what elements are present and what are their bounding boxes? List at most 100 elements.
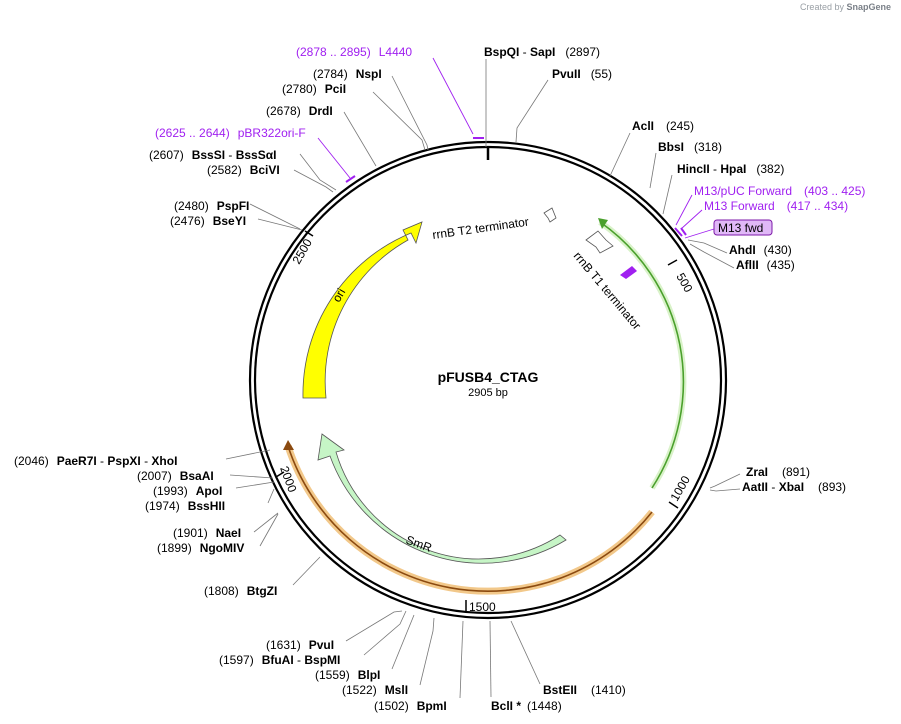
watermark-prefix: Created by bbox=[799, 2, 844, 12]
leader-bbsi bbox=[649, 152, 657, 189]
leader-pvui bbox=[345, 610, 403, 642]
primer-leader-lines bbox=[317, 57, 715, 239]
leader-bcli bbox=[489, 620, 492, 698]
site-label-pvuii[interactable]: PvuII(55) bbox=[552, 67, 612, 81]
leader-hincii bbox=[662, 174, 673, 215]
leader-bfuai bbox=[363, 610, 407, 656]
green-feature-arrowhead bbox=[598, 218, 608, 229]
ori-feature[interactable] bbox=[302, 221, 423, 399]
site-label-blpi[interactable]: (1559)BlpI bbox=[315, 668, 380, 682]
site-label-nspi[interactable]: (2784)NspI bbox=[313, 67, 382, 81]
leader-m13-fwd-box bbox=[684, 228, 715, 239]
t1-terminator-arrow[interactable] bbox=[585, 230, 614, 254]
smr-feature[interactable] bbox=[317, 433, 567, 564]
site-label-acli[interactable]: AclI(245) bbox=[632, 119, 694, 133]
primer-labels: (2878 .. 2895)L4440 (2625 .. 2644)pBR322… bbox=[155, 45, 865, 213]
leader-bseyi bbox=[257, 218, 303, 231]
plasmid-name: pFUSB4_CTAG bbox=[438, 369, 539, 385]
backbone-outer-ring bbox=[248, 140, 728, 620]
site-label-bsaai[interactable]: (2007)BsaAI bbox=[137, 469, 214, 483]
m13-fwd-box[interactable] bbox=[713, 219, 773, 236]
leader-drdi bbox=[343, 111, 377, 167]
primer-label-m13-forward[interactable]: M13 Forward(417 .. 434) bbox=[704, 199, 848, 213]
site-label-bsteii[interactable]: BstEII(1410) bbox=[543, 683, 626, 697]
leader-apoi bbox=[235, 481, 275, 489]
leader-pspfi bbox=[249, 203, 301, 230]
site-label-pvui[interactable]: (1631)PvuI bbox=[266, 638, 334, 652]
site-label-bseyi[interactable]: (2476)BseYI bbox=[170, 214, 246, 228]
site-label-aflii[interactable]: AflII(435) bbox=[736, 258, 795, 272]
t2-terminator-arrow[interactable] bbox=[543, 207, 557, 223]
site-labels: BspQI - SapI(2897) PvuII(55) AclI(245) B… bbox=[14, 45, 846, 713]
primer-label-l4440[interactable]: (2878 .. 2895)L4440 bbox=[296, 45, 412, 59]
primer-label-m13-puc-forward[interactable]: M13/pUC Forward(403 .. 425) bbox=[694, 184, 865, 198]
tick-2000 bbox=[275, 471, 285, 478]
site-label-naei[interactable]: (1901)NaeI bbox=[173, 526, 241, 540]
leader-ahdi bbox=[687, 239, 728, 254]
plasmid-length: 2905 bp bbox=[468, 387, 508, 399]
site-label-bfuai[interactable]: (1597)BfuAI - BspMI bbox=[219, 653, 340, 667]
leader-msli bbox=[419, 617, 435, 686]
m13-puc-forward-mark bbox=[674, 227, 683, 237]
site-label-bsssi[interactable]: (2607)BssSI - BssSαI bbox=[149, 148, 276, 162]
tick-label-1500: 1500 bbox=[469, 600, 496, 614]
leader-aatii bbox=[709, 488, 741, 492]
site-label-bspqi[interactable]: BspQI - SapI(2897) bbox=[484, 45, 600, 59]
site-label-msli[interactable]: (1522)MslI bbox=[342, 683, 408, 697]
smr-label: SmR bbox=[404, 533, 434, 555]
site-label-bpmi[interactable]: (1502)BpmI bbox=[374, 699, 447, 713]
primer-marks bbox=[345, 137, 687, 237]
site-label-bcivi[interactable]: (2582)BciVI bbox=[207, 163, 280, 177]
leader-bsssi bbox=[299, 153, 337, 191]
leader-zrai bbox=[709, 473, 741, 489]
leader-aflii bbox=[689, 243, 735, 269]
site-label-ngomiv[interactable]: (1899)NgoMIV bbox=[157, 541, 244, 555]
t1-terminator-label: rrnB T1 terminator bbox=[571, 249, 644, 332]
leader-pvuii bbox=[515, 79, 549, 143]
site-label-btgzi[interactable]: (1808)BtgZI bbox=[204, 584, 277, 598]
leader-bsteii bbox=[510, 620, 541, 685]
leader-bcivi bbox=[293, 169, 334, 193]
site-label-zrai[interactable]: ZraI(891) bbox=[746, 465, 810, 479]
site-label-apoi[interactable]: (1993)ApoI bbox=[153, 484, 222, 498]
leader-m13-puc-forward bbox=[675, 194, 693, 226]
site-label-pcii[interactable]: (2780)PciI bbox=[282, 82, 346, 96]
site-label-drdi[interactable]: (2678)DrdI bbox=[266, 104, 333, 118]
leader-ngomiv bbox=[259, 513, 279, 547]
leader-acli bbox=[609, 132, 631, 177]
leader-pcii bbox=[372, 91, 426, 151]
tick-2500 bbox=[304, 230, 314, 237]
site-label-paer7i[interactable]: (2046)PaeR7I - PspXI - XhoI bbox=[14, 454, 177, 468]
orange-feature-arrowhead bbox=[283, 440, 294, 450]
site-label-ahdi[interactable]: AhdI(430) bbox=[729, 243, 792, 257]
leader-naei bbox=[253, 512, 279, 533]
leader-bsshii bbox=[267, 488, 275, 504]
site-label-bcli[interactable]: BclI *(1448) bbox=[491, 699, 562, 713]
primer-label-pbr322ori-f[interactable]: (2625 .. 2644)pBR322ori-F bbox=[155, 126, 306, 140]
orange-feature-line bbox=[287, 445, 653, 592]
leader-btgzi bbox=[292, 556, 321, 586]
m13-forward-mark bbox=[680, 227, 687, 236]
leader-blpi bbox=[391, 614, 415, 670]
leader-pbr322ori-f bbox=[317, 137, 351, 179]
tick-1000 bbox=[668, 501, 679, 509]
green-feature-line bbox=[599, 221, 685, 489]
leader-paer7i bbox=[225, 449, 271, 460]
pbr322ori-f-mark bbox=[345, 175, 356, 183]
leader-nspi bbox=[391, 75, 429, 151]
leader-m13-forward bbox=[680, 209, 703, 230]
site-label-bbsi[interactable]: BbsI(318) bbox=[658, 140, 722, 154]
m13-binding-arrow bbox=[620, 266, 637, 279]
leader-l4440 bbox=[432, 57, 474, 135]
site-label-pspfi[interactable]: (2480)PspFI bbox=[174, 199, 249, 213]
site-label-hincii[interactable]: HincII - HpaI(382) bbox=[677, 162, 784, 176]
watermark: Created by SnapGene bbox=[800, 2, 891, 12]
ori-label: ori bbox=[329, 286, 348, 305]
site-label-bsshii[interactable]: (1974)BssHII bbox=[145, 499, 225, 513]
m13-fwd-box-label: M13 fwd bbox=[718, 221, 763, 235]
leader-bpmi bbox=[459, 620, 464, 699]
site-label-aatii[interactable]: AatII - XbaI(893) bbox=[742, 480, 846, 494]
tick-500 bbox=[667, 259, 678, 266]
leader-bsaai bbox=[229, 474, 274, 479]
